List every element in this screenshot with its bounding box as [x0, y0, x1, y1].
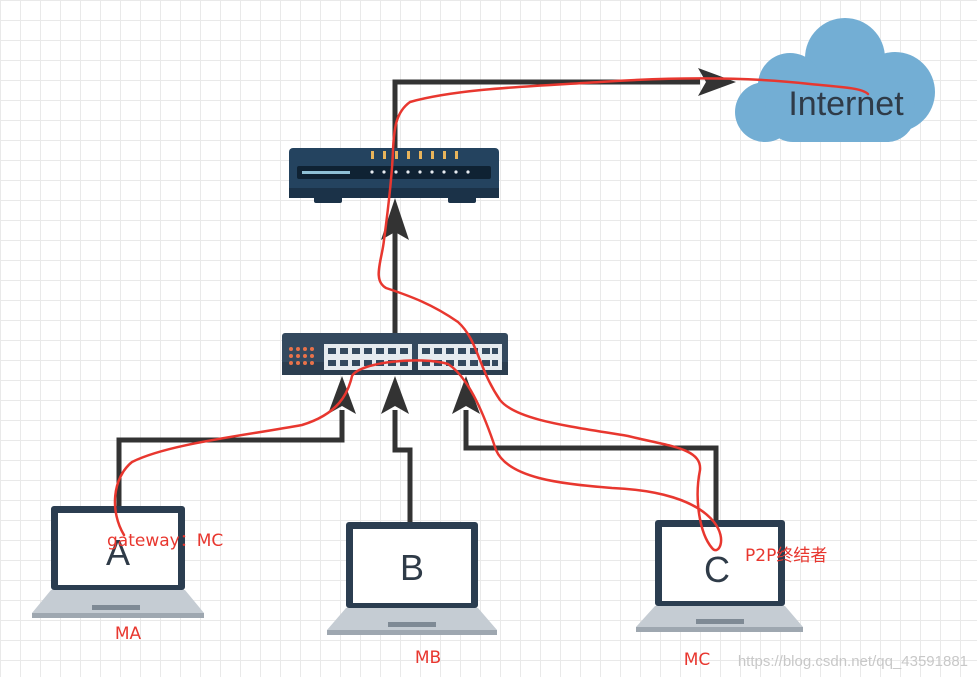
- internet-arrowhead: [698, 68, 736, 96]
- router-device: [289, 148, 499, 203]
- laptop-c: C MC P2P终结者: [636, 520, 827, 670]
- laptop-c-to-switch-line: [463, 410, 719, 520]
- switch-device: [282, 333, 508, 375]
- laptop-b: B MB: [327, 522, 497, 668]
- laptop-c-letter: C: [704, 549, 730, 590]
- laptop-c-arrowhead: [452, 376, 480, 414]
- laptop-a-arrowhead: [328, 376, 356, 414]
- laptop-a-to-switch-line: [116, 410, 345, 506]
- laptop-b-to-switch-line: [392, 410, 413, 522]
- laptop-c-note: P2P终结者: [745, 546, 827, 566]
- laptop-a: A MA gateway：MC: [32, 506, 223, 644]
- laptop-a-letter: A: [106, 532, 130, 573]
- internet-label: Internet: [788, 85, 904, 123]
- laptop-b-mac-label: MB: [415, 648, 441, 668]
- laptop-a-note: gateway：MC: [107, 531, 223, 551]
- watermark-text: https://blog.csdn.net/qq_43591881: [738, 653, 968, 670]
- router-to-internet-line: [392, 79, 700, 150]
- laptop-b-arrowhead: [381, 376, 409, 414]
- connector-lines: [116, 68, 736, 522]
- internet-cloud: Internet: [735, 18, 935, 142]
- red-traffic-path: [113, 77, 870, 552]
- laptop-a-mac-label: MA: [115, 624, 142, 644]
- laptop-b-letter: B: [400, 547, 424, 588]
- router-arrowhead: [381, 198, 409, 240]
- laptop-c-mac-label: MC: [684, 650, 711, 670]
